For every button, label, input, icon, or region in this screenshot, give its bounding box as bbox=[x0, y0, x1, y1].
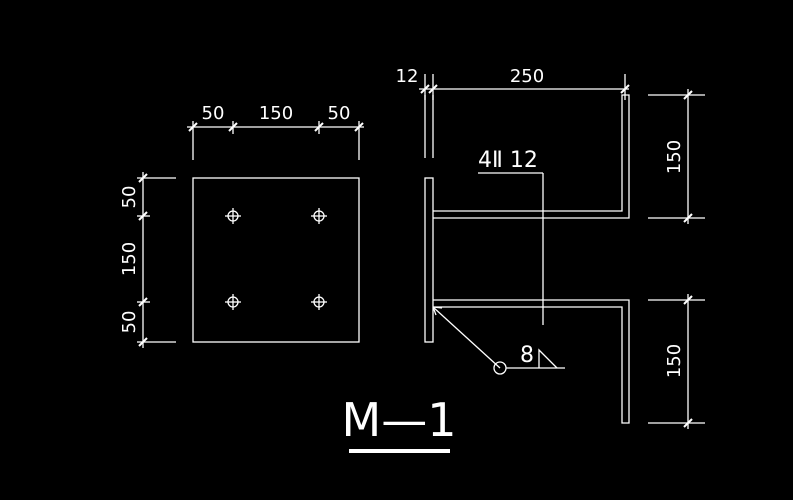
dim-plan-top-right: 50 bbox=[328, 103, 351, 124]
dim-plan-top-left: 50 bbox=[202, 103, 225, 124]
dim-right-lower: 150 bbox=[664, 344, 685, 378]
dim-plan-top-middle: 150 bbox=[259, 103, 293, 124]
dim-plate-thickness: 12 bbox=[396, 66, 419, 87]
anchor-bar-lower bbox=[433, 299, 630, 424]
bolt-hole bbox=[311, 208, 327, 224]
drawing-title: M—1 bbox=[342, 393, 457, 447]
dim-plan-left-top: 50 bbox=[119, 186, 140, 209]
dim-right-upper: 150 bbox=[664, 140, 685, 174]
section-right-dimension-upper: 150 bbox=[648, 89, 705, 224]
title-underline bbox=[349, 449, 450, 453]
drawing-title-block: M—1 bbox=[342, 393, 457, 453]
bolt-hole bbox=[225, 208, 241, 224]
section-view: 12 250 150 150 4Ⅱ 12 bbox=[396, 66, 705, 429]
dim-plan-left-middle: 150 bbox=[119, 242, 140, 276]
dim-plan-left-bottom: 50 bbox=[119, 311, 140, 334]
section-right-dimension-lower: 150 bbox=[648, 294, 705, 429]
weld-size: 8 bbox=[520, 343, 534, 368]
dim-stud-length: 250 bbox=[510, 66, 544, 87]
plan-left-dimension: 50 150 50 bbox=[119, 172, 176, 348]
bolt-hole bbox=[225, 294, 241, 310]
section-top-dimension: 12 250 bbox=[396, 66, 630, 100]
plan-view: 50 150 50 50 150 50 bbox=[119, 103, 364, 348]
rebar-leader: 4Ⅱ 12 bbox=[478, 148, 544, 325]
section-embed-plate bbox=[424, 177, 434, 343]
plan-top-dimension: 50 150 50 bbox=[187, 103, 364, 160]
bolt-hole bbox=[311, 294, 327, 310]
weld-symbol: 8 bbox=[432, 306, 565, 375]
embed-plate-outline bbox=[192, 177, 360, 343]
rebar-label: 4Ⅱ 12 bbox=[478, 148, 538, 173]
